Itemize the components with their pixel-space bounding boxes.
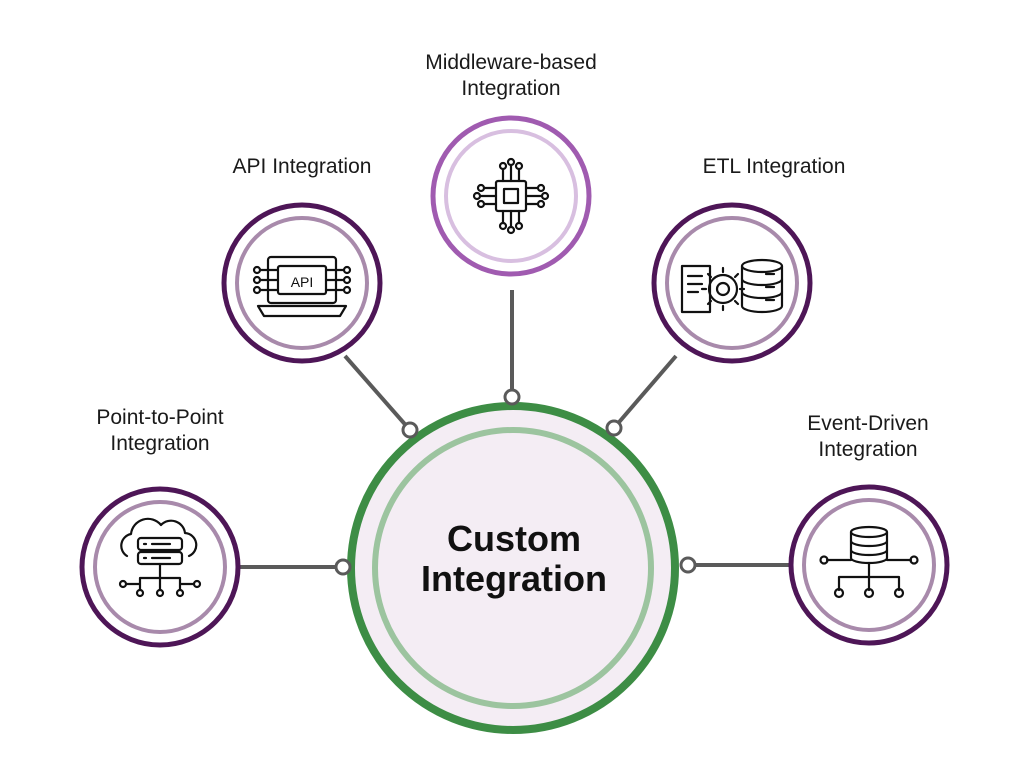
microchip-icon (472, 157, 550, 235)
connector-etl (612, 354, 678, 430)
database-tree-icon (819, 525, 919, 599)
node-event-driven (788, 484, 950, 646)
label-api: API Integration (232, 155, 372, 178)
api-icon-text: API (291, 274, 314, 290)
connector-api (343, 354, 412, 432)
connectors (240, 290, 790, 569)
label-point-to-point: Point-to-Point Integration (96, 406, 224, 455)
center-node (347, 402, 679, 734)
document-gear-database-icon (680, 258, 784, 314)
node-point-to-point (79, 486, 241, 648)
label-etl: ETL Integration (702, 155, 846, 178)
cloud-server-network-icon (118, 517, 202, 598)
node-middleware (430, 115, 592, 277)
node-api: API (221, 202, 383, 364)
label-middleware: Middleware-based Integration (425, 51, 597, 100)
connector-dot-event-driven (679, 556, 697, 574)
connector-dot-point-to-point (334, 558, 352, 576)
api-laptop-icon (252, 255, 352, 318)
node-etl (651, 202, 813, 364)
connector-dot-etl (605, 419, 623, 437)
connector-dot-middleware (503, 388, 521, 406)
connector-dots (334, 388, 697, 576)
connector-dot-api (401, 421, 419, 439)
label-event-driven: Event-Driven Integration (807, 412, 929, 461)
center-title: Custom Integration (421, 518, 607, 599)
